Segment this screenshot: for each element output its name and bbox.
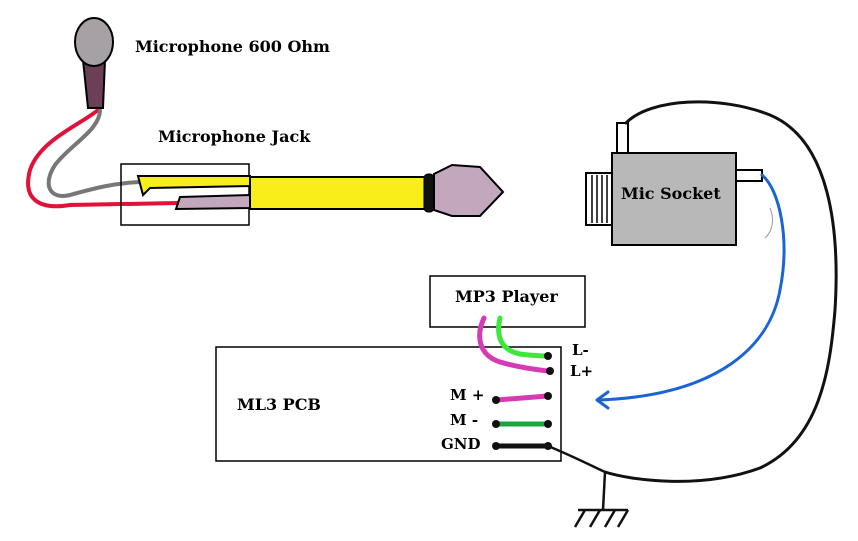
signal-arrow-head <box>595 390 610 410</box>
m-minus-label: M - <box>450 411 478 429</box>
microphone-label: Microphone 600 Ohm <box>135 37 330 56</box>
mic-wire-red <box>26 108 180 209</box>
jack-sleeve <box>249 176 431 210</box>
jack-bottom-conductor <box>174 193 251 211</box>
pin-m-plus-left <box>492 396 500 404</box>
pcb-board <box>215 346 562 462</box>
socket-ground-wire <box>603 100 838 483</box>
microphone-jack-label: Microphone Jack <box>158 127 311 146</box>
m-plus-label: M + <box>450 386 484 404</box>
wire-l-minus-green <box>496 315 551 359</box>
pin-m-minus-left <box>492 420 500 428</box>
pin-l-plus <box>546 367 554 375</box>
mp3-player-label: MP3 Player <box>455 287 558 306</box>
mp3-player-box <box>429 275 586 328</box>
pin-m-minus-right <box>544 420 552 428</box>
jack-top-conductor <box>136 175 251 197</box>
sketch-stroke <box>764 207 773 239</box>
pin-m-plus-right <box>544 392 552 400</box>
ground-symbol-icon <box>573 471 630 528</box>
wire-m-plus <box>493 393 551 403</box>
socket-threaded-barrel <box>585 172 613 226</box>
jack-housing-box <box>120 163 250 226</box>
mic-socket-label: Mic Socket <box>621 184 721 203</box>
jack-tip <box>433 163 505 217</box>
pin-gnd-left <box>492 442 500 450</box>
audio-jack-plug-icon <box>120 163 505 226</box>
gnd-label: GND <box>441 435 481 453</box>
microphone-head <box>74 17 114 67</box>
microphone-handle <box>81 59 107 109</box>
pcb-label: ML3 PCB <box>237 395 321 414</box>
pin-l-minus <box>544 352 552 360</box>
gnd-to-ground-wire <box>546 444 607 474</box>
l-plus-label: L+ <box>570 362 593 380</box>
wire-l-plus-magenta <box>477 315 551 374</box>
socket-top-post <box>616 122 629 153</box>
socket-right-pin <box>736 169 763 182</box>
socket-body <box>611 152 737 246</box>
mic-socket-icon <box>585 122 763 246</box>
jack-ring <box>423 173 435 213</box>
l-minus-label: L- <box>572 341 589 359</box>
microphone-icon <box>26 17 180 209</box>
socket-signal-wire <box>598 173 786 402</box>
mic-wire-gray <box>46 108 142 198</box>
